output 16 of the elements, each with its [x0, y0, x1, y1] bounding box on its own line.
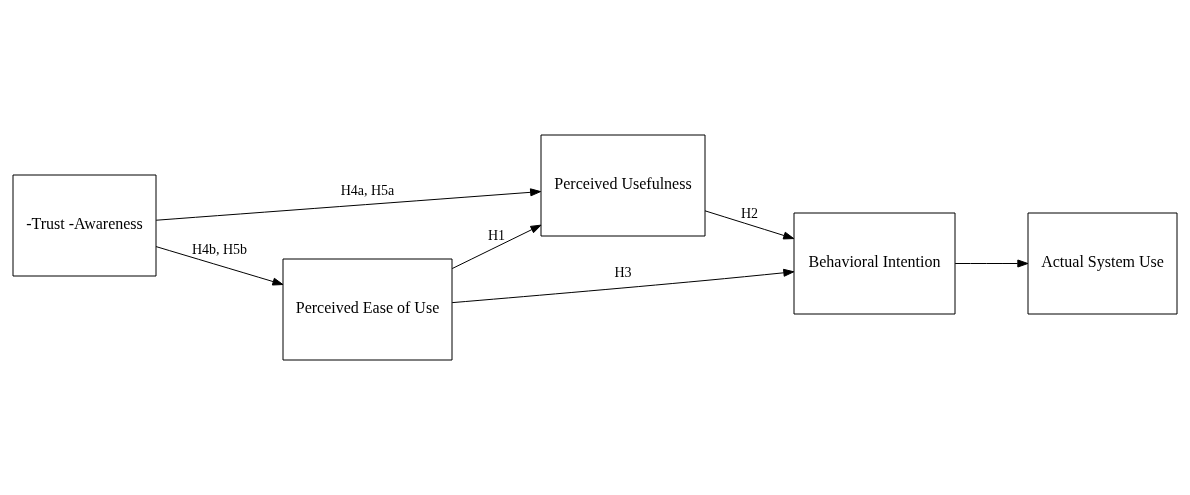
- edge-label: H4b, H5b: [191, 241, 248, 257]
- node-box: Behavioral Intention: [793, 212, 956, 315]
- arrow: [704, 210, 795, 240]
- edge-label: H3: [614, 264, 632, 280]
- edge-label: H1: [487, 227, 506, 243]
- edge-label: H4a, H5a: [340, 182, 395, 198]
- node-box: -Trust -Awareness: [12, 174, 157, 277]
- edge-label: H2: [740, 205, 759, 221]
- arrow: [451, 224, 542, 270]
- node-box: Perceived Usefulness: [540, 134, 706, 237]
- arrow: [451, 268, 795, 304]
- arrow: [155, 188, 542, 221]
- node-box: Actual System Use: [1027, 212, 1178, 315]
- arrow: [954, 259, 1029, 268]
- arrow: [155, 246, 284, 286]
- node-box: Perceived Ease of Use: [282, 258, 453, 361]
